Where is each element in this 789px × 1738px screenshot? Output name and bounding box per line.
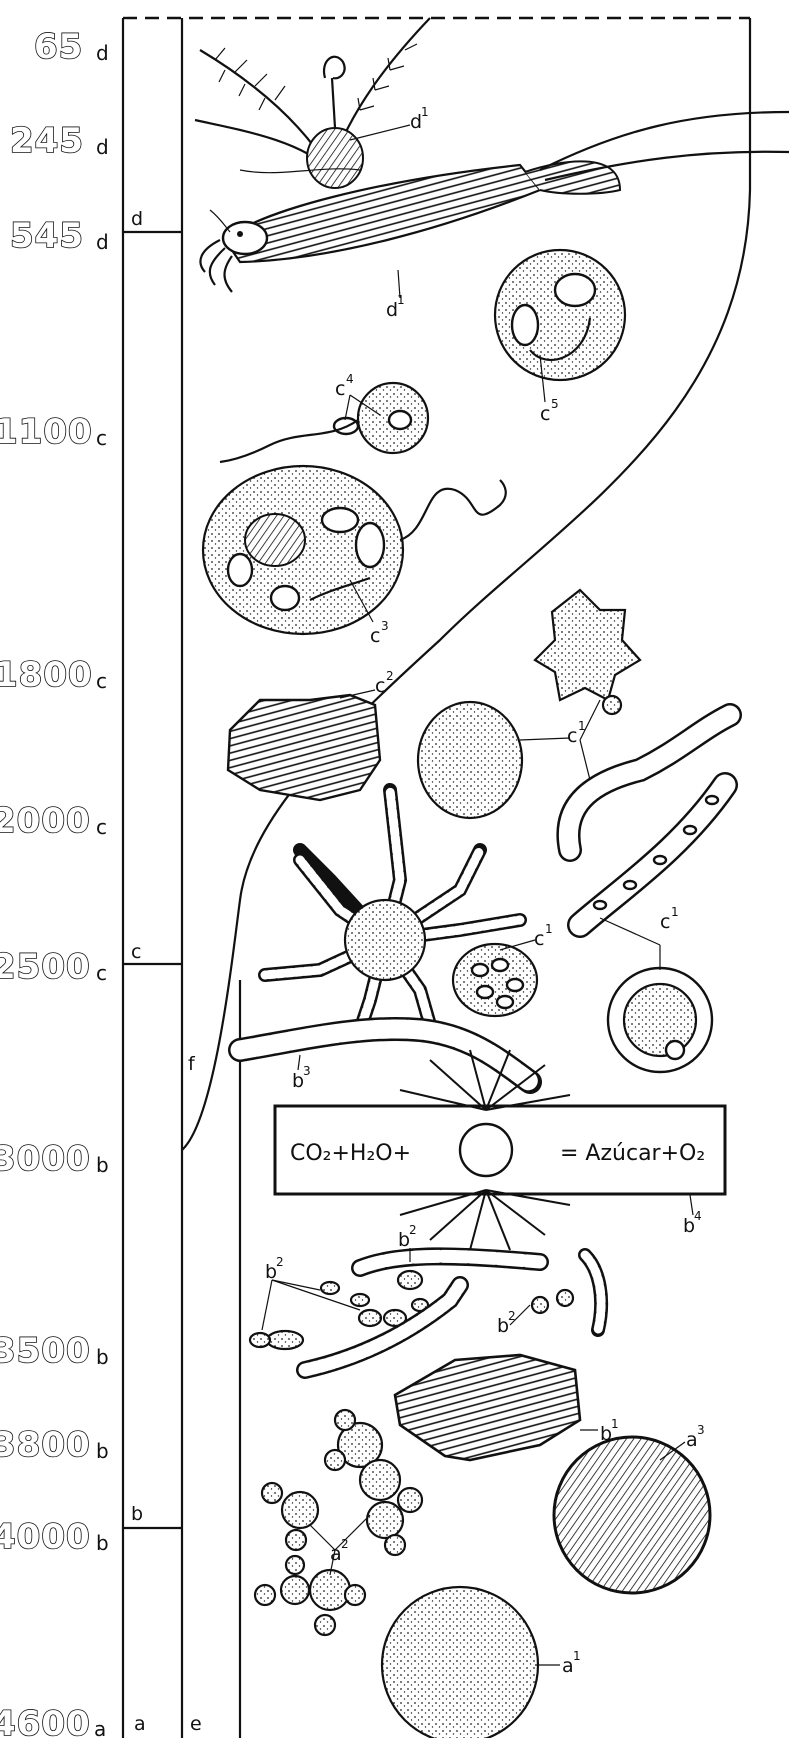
label-c4: c xyxy=(335,378,345,400)
label-c3: c xyxy=(370,625,380,647)
year-65: 65 xyxy=(34,27,83,67)
svg-text:1: 1 xyxy=(671,905,679,919)
bacteria-b2 xyxy=(250,1255,601,1370)
label-c1-a: c xyxy=(567,725,577,747)
year-1100: 1100 xyxy=(0,412,93,452)
year-2000: 2000 xyxy=(0,801,91,841)
year-1800: 1800 xyxy=(0,655,93,695)
eukaryote-cell-c5 xyxy=(495,250,625,380)
sphere-a1 xyxy=(382,1587,538,1738)
era-mark-a: a xyxy=(134,1713,146,1735)
svg-text:2: 2 xyxy=(508,1309,516,1323)
year-axis: 65 d 245 d 545 d 1100 c 1800 c 2000 c 25… xyxy=(0,27,109,1738)
label-a2: a xyxy=(330,1543,342,1565)
fern-plant-drawing xyxy=(195,18,430,188)
svg-text:3: 3 xyxy=(303,1064,311,1078)
cell-c1-chain xyxy=(568,715,730,925)
svg-text:1: 1 xyxy=(573,1649,581,1663)
photosynthesis-equation: CO₂+H₂O+ = Azúcar+O₂ xyxy=(275,1050,725,1250)
year-545: 545 xyxy=(10,216,84,256)
multi-vacuole-cell-c1 xyxy=(453,944,537,1016)
sun-icon xyxy=(460,1124,512,1176)
year-1800-era: c xyxy=(96,669,107,693)
svg-text:4: 4 xyxy=(346,372,354,386)
filament-chain-b3 xyxy=(240,1029,530,1082)
svg-text:5: 5 xyxy=(551,397,559,411)
rock-c2 xyxy=(228,695,380,800)
svg-text:4: 4 xyxy=(694,1209,702,1223)
complex-cell-c3 xyxy=(203,466,506,634)
cell-c1-star xyxy=(535,590,640,714)
svg-text:3: 3 xyxy=(697,1423,705,1437)
year-245: 245 xyxy=(10,121,84,161)
year-3800-era: b xyxy=(96,1439,109,1463)
year-3000: 3000 xyxy=(0,1139,91,1179)
year-4000-era: b xyxy=(96,1531,109,1555)
label-a3: a xyxy=(686,1429,698,1451)
year-3000-era: b xyxy=(96,1153,109,1177)
era-mark-f: f xyxy=(188,1053,196,1075)
label-c5: c xyxy=(540,403,550,425)
year-65-era: d xyxy=(96,41,109,65)
ancient-arthropod-drawing xyxy=(200,112,789,292)
year-3800: 3800 xyxy=(0,1425,91,1465)
year-4600-era: a xyxy=(94,1717,106,1738)
era-mark-c: c xyxy=(131,941,141,963)
flagellated-cell-c4 xyxy=(220,383,428,462)
svg-text:2: 2 xyxy=(409,1223,417,1237)
year-3500-era: b xyxy=(96,1345,109,1369)
label-c2: c xyxy=(375,675,385,697)
era-mark-b: b xyxy=(131,1503,143,1525)
svg-text:2: 2 xyxy=(386,669,394,683)
year-545-era: d xyxy=(96,230,109,254)
year-4000: 4000 xyxy=(0,1517,91,1557)
sphere-a3 xyxy=(554,1437,710,1593)
year-2500-era: c xyxy=(96,961,107,985)
svg-text:1: 1 xyxy=(421,105,429,119)
era-marks: d c b a e f xyxy=(131,208,202,1735)
svg-text:1: 1 xyxy=(611,1417,619,1431)
stromatolite-b1 xyxy=(395,1355,580,1460)
svg-text:2: 2 xyxy=(276,1255,284,1269)
year-245-era: d xyxy=(96,135,109,159)
label-c1-b: c xyxy=(534,928,544,950)
label-a1: a xyxy=(562,1655,574,1677)
era-mark-e: e xyxy=(190,1713,202,1735)
year-2500: 2500 xyxy=(0,947,91,987)
year-1100-era: c xyxy=(96,426,107,450)
era-mark-d: d xyxy=(131,208,143,230)
year-3500: 3500 xyxy=(0,1331,91,1371)
label-c1-c: c xyxy=(660,911,670,933)
svg-text:3: 3 xyxy=(381,619,389,633)
svg-text:1: 1 xyxy=(578,719,586,733)
svg-text:1: 1 xyxy=(397,293,405,307)
molecules-a2 xyxy=(255,1410,422,1635)
year-2000-era: c xyxy=(96,815,107,839)
cell-c1-round xyxy=(418,702,522,818)
equation-left: CO₂+H₂O+ xyxy=(290,1141,411,1166)
equation-right: = Azúcar+O₂ xyxy=(560,1141,705,1166)
svg-text:2: 2 xyxy=(341,1537,349,1551)
svg-text:1: 1 xyxy=(545,922,553,936)
year-4600: 4600 xyxy=(0,1704,91,1738)
colonial-cell-c1 xyxy=(608,968,712,1072)
